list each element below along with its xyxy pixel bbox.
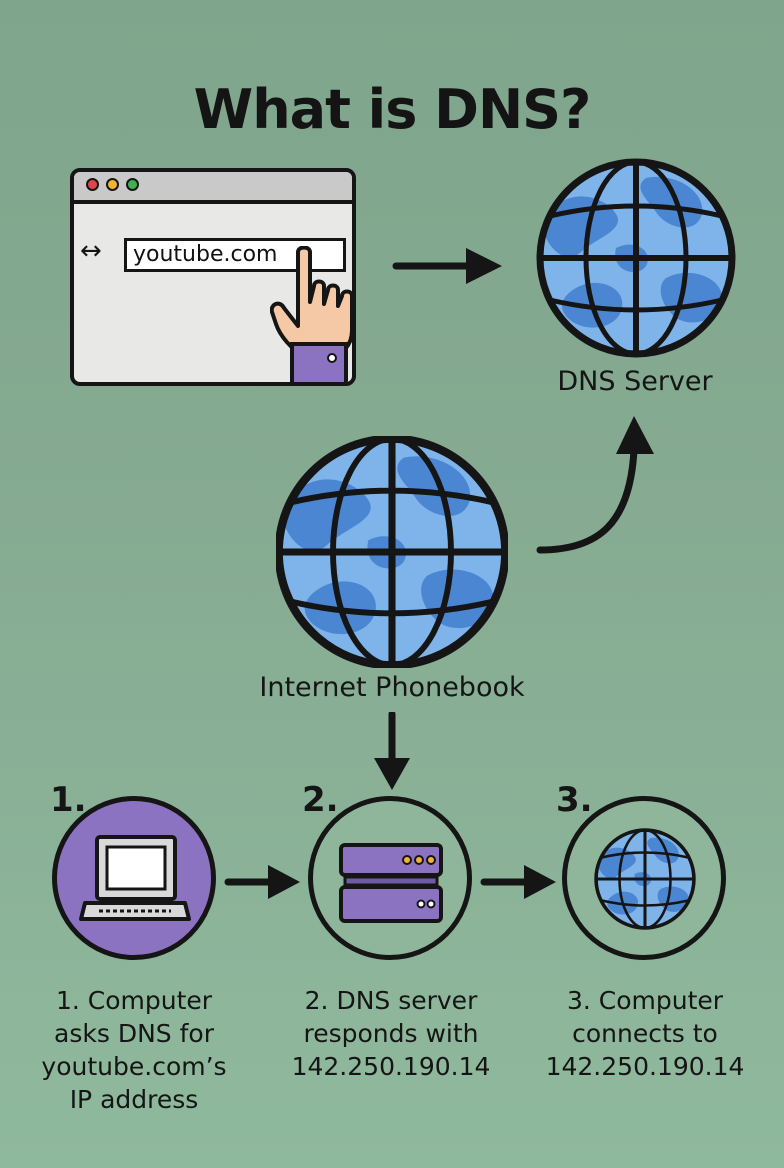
step-2-circle xyxy=(308,796,472,960)
internet-phonebook-label: Internet Phonebook xyxy=(259,672,525,703)
arrow-down-to-step-2 xyxy=(374,712,410,790)
step-3-number: 3. xyxy=(556,780,593,820)
arrow-to-dns-server xyxy=(392,248,502,284)
step-3-caption-line: 142.250.190.14 xyxy=(545,1052,745,1081)
minimize-dot-icon xyxy=(106,178,119,191)
step-3-caption-line: 3. Computer xyxy=(566,986,724,1015)
step-1-number: 1. xyxy=(50,780,87,820)
step-2-number: 2. xyxy=(302,780,339,820)
dns-server-label: DNS Server xyxy=(557,366,713,397)
step-3-circle xyxy=(562,796,726,960)
pointer-hand-icon xyxy=(270,246,352,382)
laptop-icon xyxy=(79,835,191,921)
step-2-caption: 2. DNS server responds with 142.250.190.… xyxy=(276,984,506,1083)
step-2-caption-line: responds with xyxy=(303,1019,479,1048)
server-icon xyxy=(339,843,443,923)
step-1-circle xyxy=(52,796,216,960)
browser-window: ↔ youtube.com xyxy=(70,168,356,386)
step-2-caption-line: 142.250.190.14 xyxy=(291,1052,491,1081)
step-1-caption-line: youtube.com’s xyxy=(41,1052,227,1081)
step-1-caption-line: asks DNS for xyxy=(54,1019,214,1048)
page-title: What is DNS? xyxy=(193,78,592,141)
close-dot-icon xyxy=(86,178,99,191)
globe-icon xyxy=(594,828,696,930)
resize-arrows-icon: ↔ xyxy=(80,236,102,266)
arrow-step2-to-step3 xyxy=(480,865,556,899)
step-3-caption: 3. Computer connects to 142.250.190.14 xyxy=(530,984,760,1083)
arrow-curve-to-dns-server xyxy=(536,416,654,554)
internet-phonebook-globe-icon xyxy=(276,436,508,668)
step-3-caption-line: connects to xyxy=(572,1019,718,1048)
browser-titlebar xyxy=(74,172,352,204)
dns-server-globe-icon xyxy=(534,156,738,360)
arrow-step1-to-step2 xyxy=(224,865,300,899)
step-1-caption: 1. Computer asks DNS for youtube.com’s I… xyxy=(19,984,249,1116)
step-1-caption-line: 1. Computer xyxy=(55,986,213,1015)
maximize-dot-icon xyxy=(126,178,139,191)
step-1-caption-line: IP address xyxy=(69,1085,199,1114)
step-2-caption-line: 2. DNS server xyxy=(304,986,478,1015)
